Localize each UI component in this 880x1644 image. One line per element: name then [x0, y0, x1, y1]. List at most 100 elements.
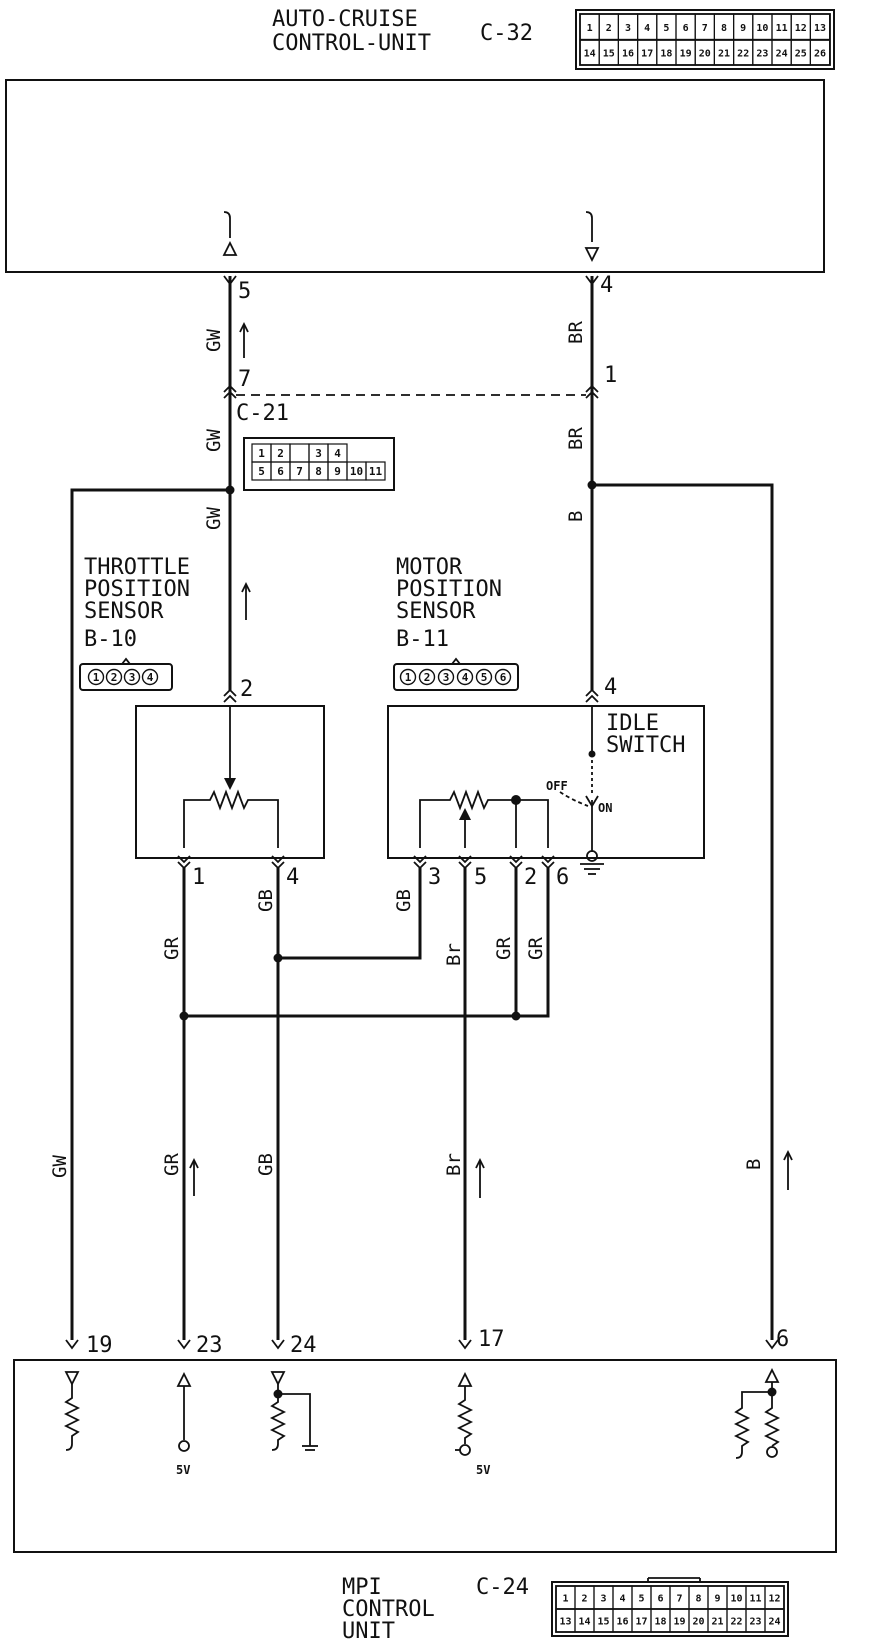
gb-label-1: GB	[255, 889, 277, 912]
c21-pin-number: 11	[369, 465, 383, 478]
c21-pin-number: 3	[315, 447, 322, 460]
c32-pin-number: 3	[625, 23, 631, 34]
auto-cruise-title: AUTO-CRUISE CONTROL-UNIT C-32	[272, 7, 533, 56]
c32-pin-number: 7	[702, 23, 708, 34]
c32-pin-number: 20	[699, 48, 711, 59]
mpi-pin-6: 6	[776, 1327, 789, 1352]
motor-title-line2: POSITION	[396, 577, 502, 602]
b11-pin	[418, 668, 436, 686]
c32-pin-number: 2	[606, 23, 612, 34]
c24-pin-number: 15	[597, 1617, 609, 1628]
b10-connector-label: B-10	[84, 627, 137, 652]
c21-pin-number: 9	[334, 465, 341, 478]
c32-pin-number: 9	[740, 23, 746, 34]
motor-title-line1: MOTOR	[396, 555, 463, 580]
mpi-pin-24: 24	[290, 1333, 317, 1358]
c32-pin-number: 19	[680, 48, 692, 59]
gw-label-2: GW	[203, 429, 225, 452]
mpi-pin-23: 23	[196, 1333, 223, 1358]
throttle-sensor-title: THROTTLE POSITION SENSOR B-10	[84, 555, 190, 652]
c32-pin-number: 22	[737, 48, 749, 59]
c32-pin-4: 4	[600, 273, 613, 298]
motor-potentiometer: 3 5 2 6	[413, 789, 569, 890]
mpi-circuit-6	[733, 1367, 781, 1459]
auto-cruise-internal-input	[584, 211, 600, 263]
c24-pin-number: 10	[730, 1594, 742, 1605]
c21-pin-number: 4	[334, 447, 341, 460]
b11-pin-2: 2	[524, 865, 537, 890]
supply-label-5v-1: 5V	[176, 1463, 190, 1477]
br-wire-upper: 4 BR 1 BR	[565, 273, 617, 490]
c21-pin-number: 10	[350, 465, 363, 478]
c24-pin-number: 24	[768, 1617, 780, 1628]
b-wire-to-mpi: B 6	[592, 483, 793, 1352]
supply-label-5v-2: 5V	[476, 1463, 490, 1477]
idle-switch-on-label: ON	[598, 801, 612, 815]
c24-pin-number: 17	[635, 1617, 647, 1628]
b10-pin-number: 4	[147, 671, 154, 684]
b10-pin-number: 2	[111, 671, 118, 684]
c24-pin-number: 2	[581, 1594, 587, 1605]
c32-pin-number: 8	[721, 23, 727, 34]
c32-pin-number: 17	[641, 48, 653, 59]
b11-pin	[437, 668, 455, 686]
b11-pin	[494, 668, 512, 686]
gw-wire-to-mpi: GW 19	[49, 488, 230, 1358]
b10-pin	[105, 668, 123, 686]
b11-pin-number: 1	[405, 671, 412, 684]
auto-cruise-title-line1: AUTO-CRUISE	[272, 7, 418, 32]
c24-cell	[764, 1608, 785, 1633]
c24-pin-number: 19	[673, 1617, 685, 1628]
c32-pin-number: 5	[663, 23, 669, 34]
c32-pin-number: 15	[603, 48, 615, 59]
br-label-2: BR	[565, 427, 587, 450]
idle-switch-line1: IDLE	[606, 711, 659, 736]
throttle-potentiometer: 1 4	[177, 706, 299, 890]
c32-pin-number: 18	[660, 48, 672, 59]
c24-pin-number: 9	[714, 1594, 720, 1605]
b10-pin	[141, 668, 159, 686]
b-label-1: B	[565, 511, 587, 522]
c24-pin-number: 16	[616, 1617, 628, 1628]
gr-label-3: GR	[493, 937, 515, 960]
br-lower-label-2: Br	[443, 1153, 465, 1176]
b11-pin-4: 4	[604, 675, 617, 700]
c32-pin-number: 12	[795, 23, 807, 34]
gw-label-4: GW	[49, 1155, 71, 1178]
gr-label-2: GR	[161, 1153, 183, 1176]
b10-pin-2: 2	[240, 677, 253, 702]
c21-pin-7: 7	[238, 367, 251, 392]
b11-pin-6: 6	[556, 865, 569, 890]
c32-pin-number: 21	[718, 48, 730, 59]
b11-pin-number: 2	[424, 671, 431, 684]
gb-label-2: GB	[393, 889, 415, 912]
c24-pin-number: 14	[578, 1617, 590, 1628]
c21-pin-1: 1	[604, 363, 617, 388]
mpi-title: MPI CONTROL UNIT C-24	[342, 1575, 529, 1644]
mpi-pin-17: 17	[478, 1327, 505, 1352]
b11-pin	[456, 668, 474, 686]
c24-pin-number: 21	[711, 1617, 723, 1628]
br-label-1: BR	[565, 321, 587, 344]
b11-pin	[475, 668, 493, 686]
idle-switch-off-label: OFF	[546, 779, 568, 793]
idle-switch-line2: SWITCH	[606, 733, 685, 758]
c32-pin-number: 11	[776, 23, 788, 34]
c21-pin-number: 5	[258, 465, 265, 478]
b10-pin	[87, 668, 105, 686]
c21-connector-label: C-21	[236, 401, 289, 426]
b11-pin-number: 6	[500, 671, 507, 684]
gr-wire-motor: GR GR	[493, 868, 547, 1021]
b11-pin-3: 3	[428, 865, 441, 890]
c24-pin-number: 22	[730, 1617, 742, 1628]
c32-pin-5: 5	[238, 279, 251, 304]
motor-sensor-title: MOTOR POSITION SENSOR B-11	[396, 555, 502, 652]
c24-pin-number: 6	[657, 1594, 663, 1605]
b11-pin-number: 5	[481, 671, 488, 684]
c21-pin-number: 2	[277, 447, 284, 460]
c32-pin-number: 10	[756, 23, 768, 34]
